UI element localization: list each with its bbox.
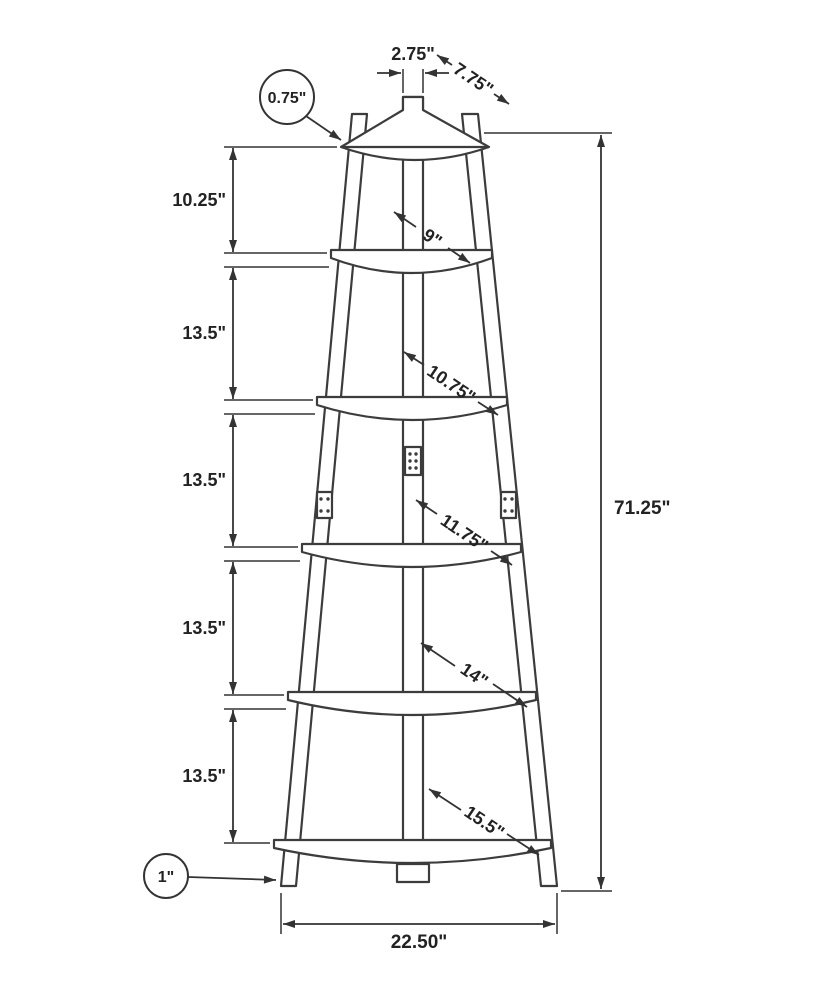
top-shelf [339,95,491,162]
dimension-arrow [420,642,456,667]
dimension-arrow [506,833,540,856]
dimension-arrow [447,247,471,264]
leg-thickness-callout-circle [143,853,189,899]
shelf-depth-label-4: 14" [457,659,492,692]
thickness-callout-circle [259,69,315,125]
base-width-dimension: 22.50" [280,893,558,953]
shelf-structure [272,95,559,888]
dimension-arrow [492,683,528,708]
top-width-dimension: 2.75" [377,44,449,93]
dimension-arrow [415,499,438,515]
height-dimension: 71.25" [484,132,671,892]
dimension-arrow [428,788,462,811]
spacing-label-5: 13.5" [182,766,226,786]
dimension-arrow [436,54,453,66]
dimension-arrow [490,550,513,566]
post-foot [395,862,431,884]
dimension-arrow [393,211,417,228]
dimension-arrow [493,93,510,105]
shelf-depth-label-5: 15.5" [461,802,508,843]
shelf-3 [300,542,523,569]
spacing-label-4: 13.5" [182,618,226,638]
dimension-arrow [477,401,499,416]
base-width-label: 22.50" [391,932,448,953]
spacing-label-1: 10.25" [172,190,226,210]
top-width-label: 2.75" [391,44,435,64]
shelf-4 [286,690,538,717]
leg-thickness-label: 1" [158,869,174,886]
shelf-5 [272,838,553,865]
center-bracket [403,445,423,477]
spacing-label-2: 13.5" [182,323,226,343]
center-post [401,95,425,882]
right-leg-bracket [499,490,518,520]
shelf-1 [329,248,494,275]
leg-thickness-callout: 1" [143,853,277,899]
spacing-label-3: 13.5" [182,470,226,490]
leader-line [305,115,342,141]
leader-line [187,875,277,884]
left-leg-bracket [315,490,334,520]
thickness-callout: 0.75" [259,69,342,141]
height-label: 71.25" [614,498,671,519]
left-dimension-chain: 10.25" 13.5" 13.5" 13.5" 13.5" [172,146,337,844]
dimension-arrow [403,351,425,366]
thickness-label: 0.75" [268,90,307,107]
top-edge-label: 7.75" [450,59,497,100]
shelf-2 [315,395,509,422]
top-edge-dimension: 7.75" [436,54,510,105]
